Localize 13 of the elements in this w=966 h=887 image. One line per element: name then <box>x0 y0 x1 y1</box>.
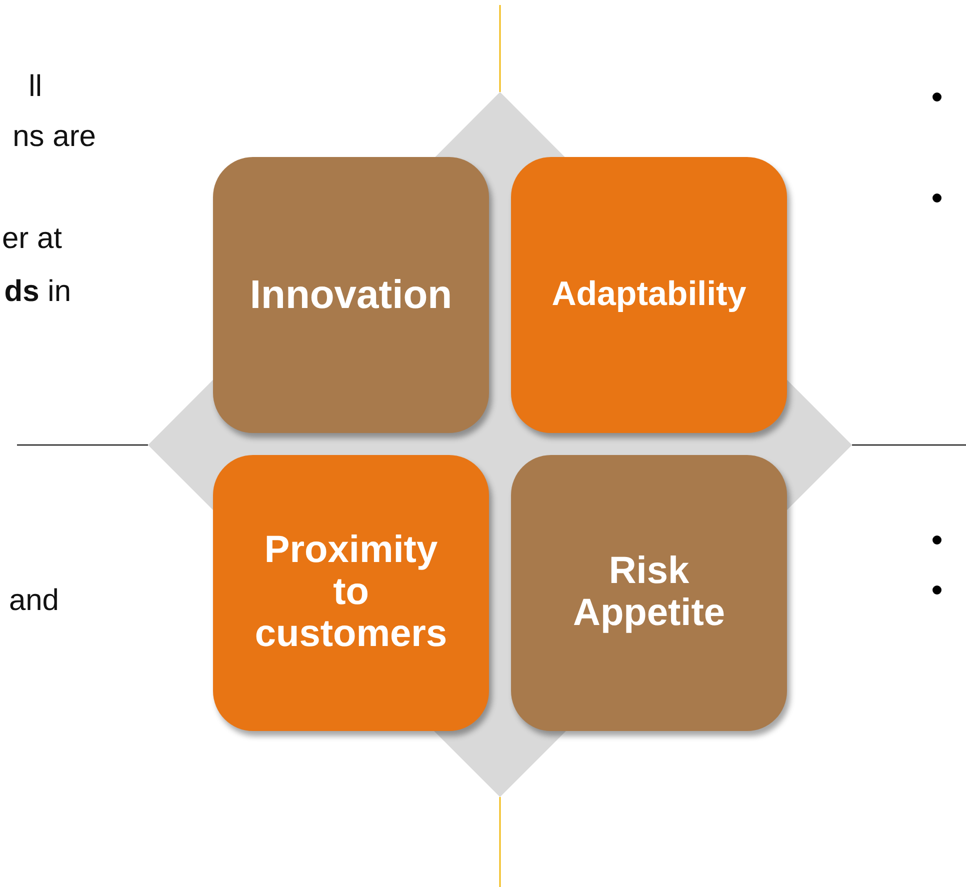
text-fragment: ns are <box>12 122 96 152</box>
text-fragment: er at <box>2 224 62 254</box>
rounded-box <box>213 157 489 433</box>
box-label: Risk Appetite <box>572 551 726 635</box>
rounded-box <box>511 157 787 433</box>
text-fragment: ds in <box>4 277 71 307</box>
box-label: Proximity to customers <box>254 530 448 656</box>
text-fragment: ll <box>28 72 42 102</box>
box-label: Adaptability <box>552 276 746 314</box>
text-fragment: and <box>8 586 59 616</box>
rounded-box <box>511 455 787 731</box>
rounded-box <box>213 455 489 731</box>
box-label: Innovation <box>250 273 452 317</box>
